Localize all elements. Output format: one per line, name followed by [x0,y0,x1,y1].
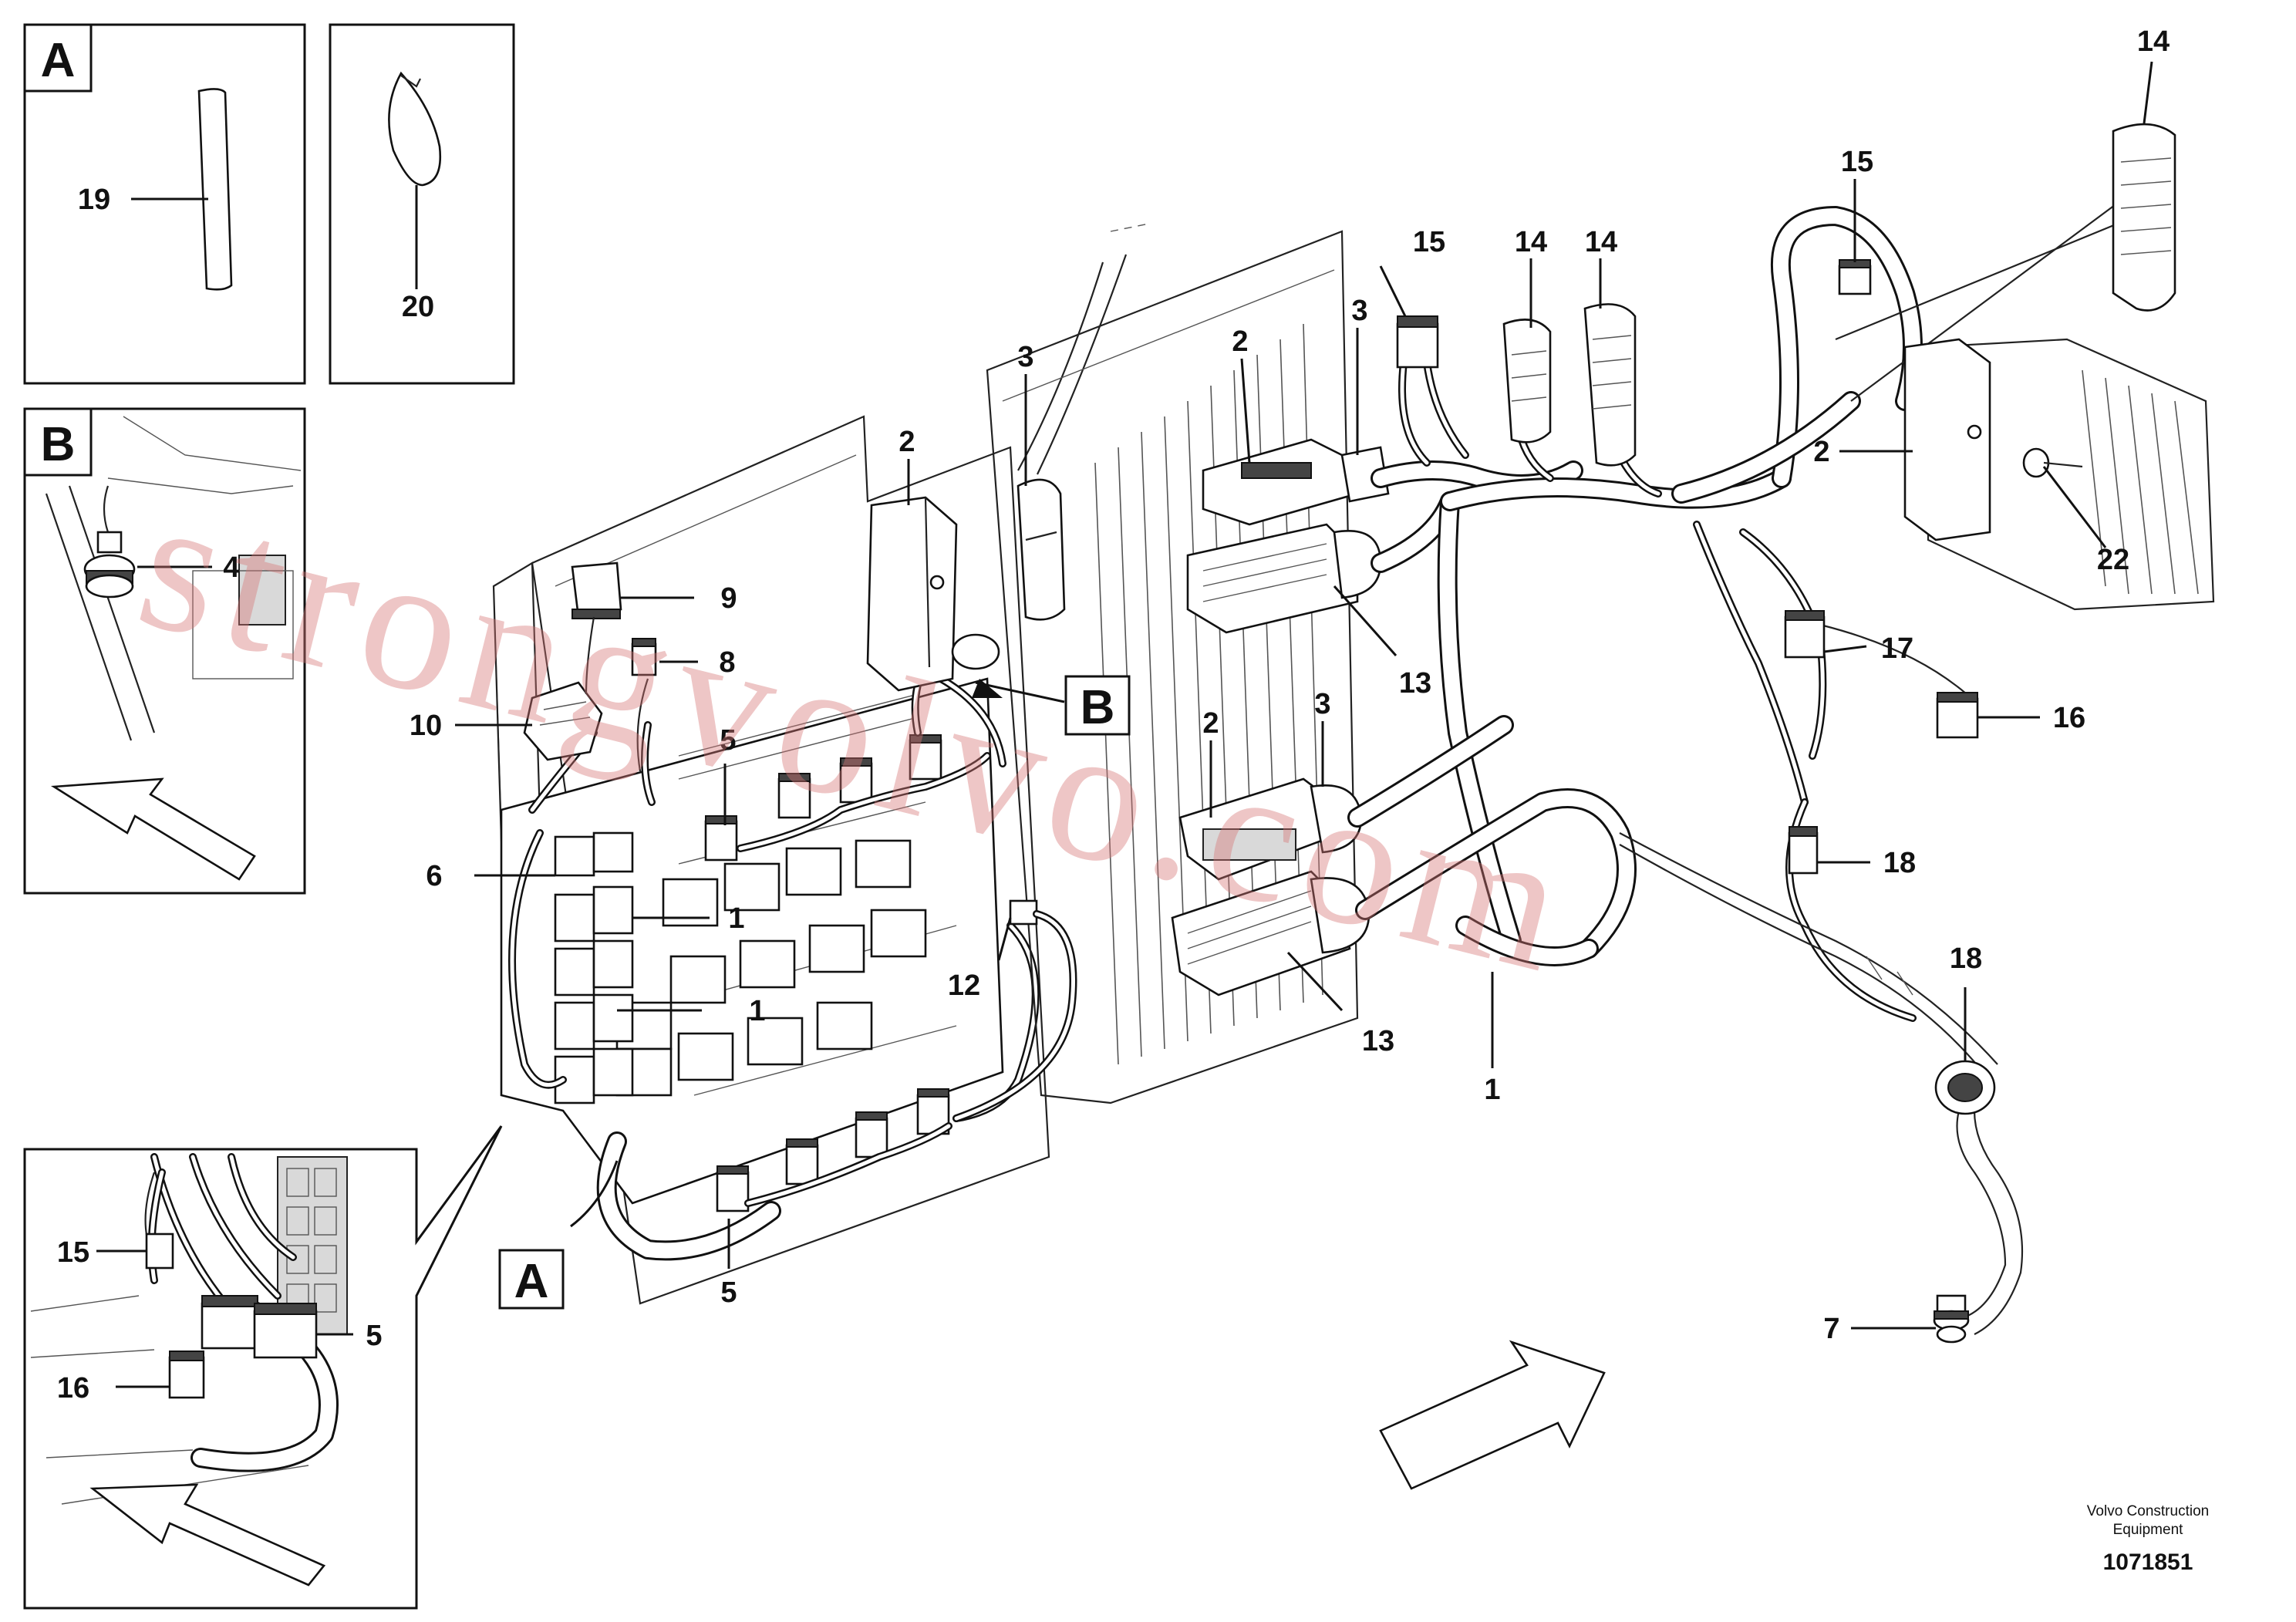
bracket-3-left [1017,478,1066,621]
inset-a2: 20 [329,23,515,385]
inset-a-letter: A [41,34,76,87]
connector-18-lower [1934,1060,1996,1115]
connector-14-top-right [1583,303,1637,467]
label-20: 20 [402,291,434,323]
label-14-right: 14 [2137,25,2170,58]
label-14-top-right: 14 [1585,226,1617,258]
lower-connector-row [716,1088,950,1212]
connector-9 [571,561,622,619]
label-2-left: 2 [899,426,915,458]
label-5-lower: 5 [720,1276,737,1309]
inset-c: 15 5 16 [23,1125,503,1610]
label-14-top-left: 14 [1515,226,1547,258]
label-1-upper: 1 [728,902,744,935]
label-13-lower: 13 [1362,1025,1394,1057]
label-16-inset: 16 [57,1372,89,1404]
footer-line-2: Equipment [2113,1522,2184,1538]
connector-14-top-left [1502,319,1552,443]
label-13-upper: 13 [1399,667,1431,700]
inset-b-letter: B [41,418,76,471]
label-3-ecu-upper: 3 [1351,295,1367,327]
fuse-column [554,831,634,1104]
label-17: 17 [1881,632,1913,665]
ecu-connector-13-lower [1171,870,1371,996]
label-6: 6 [426,860,442,892]
connector-12 [952,899,1077,1122]
connector-15-top [1396,315,1439,369]
direction-arrow-main [1379,1340,1606,1490]
connector-15-inset [145,1233,174,1270]
main-harness [1347,200,2137,1343]
inset-a-badge [23,23,93,93]
label-5-upper: 5 [720,724,736,757]
inset-b: B 4 [23,407,306,895]
label-15-inset: 15 [57,1236,89,1269]
label-10: 10 [410,710,442,742]
leader-lines [455,61,2153,1330]
label-12: 12 [948,969,980,1002]
footer-line-1: Volvo Construction [2087,1503,2209,1519]
part-labels: 2 3 9 8 10 5 6 1 1 12 5 2 3 15 14 14 13 … [410,25,2170,1345]
drawing-number: 1071851 [2103,1549,2193,1575]
label-7: 7 [1823,1313,1839,1345]
connector-5b-inset [253,1310,318,1359]
label-5-inset: 5 [366,1320,382,1352]
right-module [1903,338,2215,611]
label-9: 9 [720,582,737,615]
inset-a: A 19 [23,23,306,385]
callout-b: B [972,675,1131,736]
label-19: 19 [78,184,110,216]
connector-14-right [2112,123,2176,312]
connector-17 [1784,610,1826,659]
ecu-connector-2-upper [1202,438,1390,526]
label-2-ecu-lower: 2 [1202,707,1219,740]
label-3-ecu-lower: 3 [1314,688,1330,720]
label-18-upper: 18 [1883,847,1916,879]
label-15-right: 15 [1841,146,1873,178]
label-2-ecu-upper: 2 [1232,325,1248,358]
label-4: 4 [223,551,239,584]
sensor-part-7 [1933,1294,1970,1344]
connector-15-right [1838,259,1872,295]
direction-arrow-c [89,1483,326,1587]
label-2-right: 2 [1813,436,1829,468]
callout-a-letter: A [514,1255,549,1308]
ecu-connector-13-upper [1186,523,1382,634]
label-1-harness: 1 [1484,1074,1500,1106]
grommet-part-4 [83,485,136,599]
direction-arrow-b [50,777,256,881]
cable-tie-part-20 [388,71,442,289]
connector-16-inset [168,1356,205,1399]
connector-10 [523,681,603,761]
label-18-lower: 18 [1950,943,1982,975]
label-1-middle: 1 [749,995,765,1027]
strip-part-19 [197,88,233,291]
ecu-connector-2-lower [1178,777,1363,881]
relay-module-2-left [866,496,958,692]
bolt-part-22 [2022,447,2083,478]
connector-5a-inset [201,1302,259,1350]
label-3-left: 3 [1017,341,1033,373]
label-15-top: 15 [1413,226,1445,258]
inset-b-badge [23,407,93,477]
label-16: 16 [2053,702,2085,734]
motor-cylinder [951,633,1000,670]
upper-connector-row [704,734,942,862]
callout-b-letter: B [1081,681,1115,734]
ecu-module [866,230,1390,1104]
connector-16 [1936,692,1979,739]
label-8: 8 [719,646,735,679]
connector-18-upper [1788,826,1819,875]
footer: Volvo Construction Equipment 1071851 [2087,1503,2209,1575]
callout-a: A [498,1160,619,1310]
label-22: 22 [2097,544,2129,576]
connector-8 [631,638,657,676]
